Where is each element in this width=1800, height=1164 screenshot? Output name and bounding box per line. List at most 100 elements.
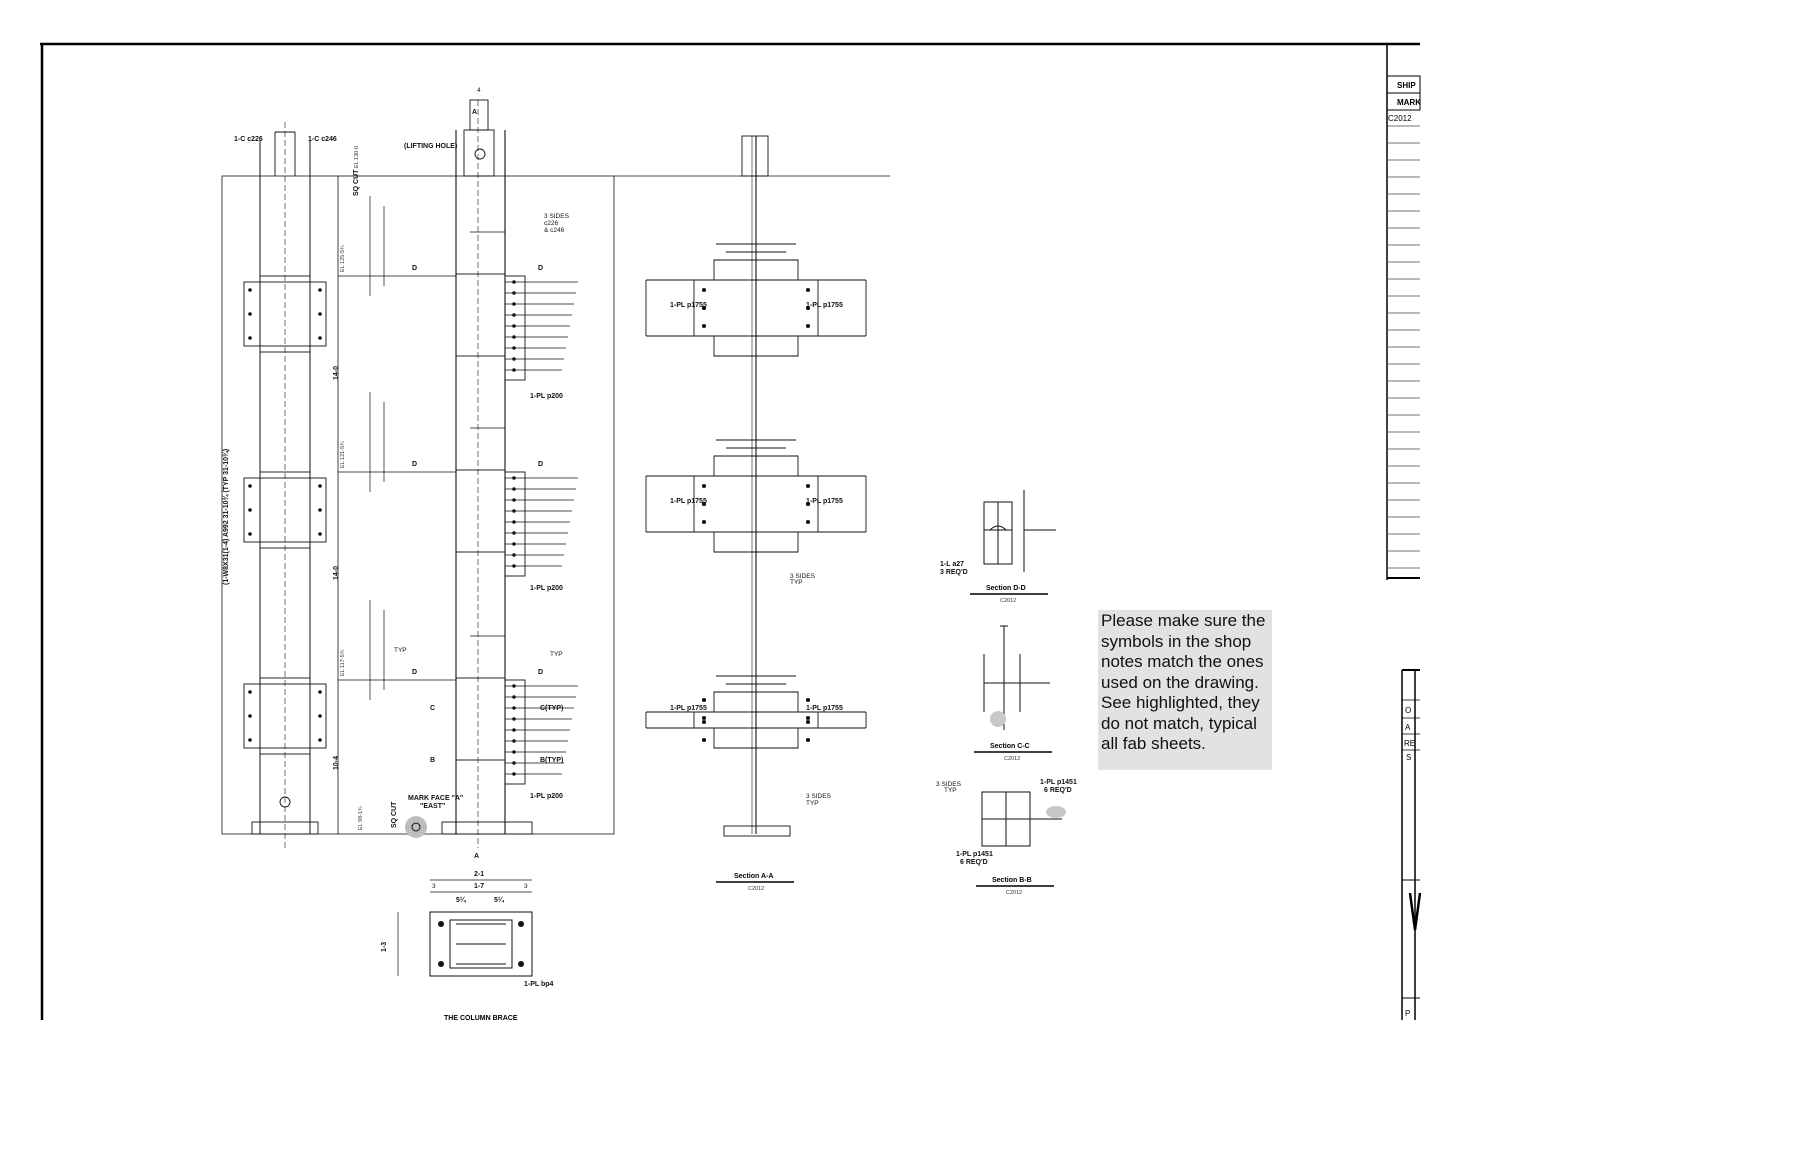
section-d-2r: D bbox=[538, 461, 543, 468]
title-block-lower bbox=[1401, 669, 1422, 1020]
connection-bolt bbox=[512, 357, 516, 361]
section-aa-connections bbox=[645, 243, 867, 749]
section-dd-title: Section D-D bbox=[986, 585, 1026, 592]
splice-bolts-left bbox=[248, 288, 322, 742]
connection-bolt bbox=[512, 302, 516, 306]
section-bb-callout-bot2: 6 REQ'D bbox=[960, 859, 988, 866]
base-dim-a: 5¼ bbox=[456, 896, 467, 904]
plate-bolt bbox=[805, 719, 811, 725]
section-aa-view bbox=[614, 135, 890, 837]
dim-10-4: 10-4 bbox=[333, 756, 340, 770]
section-bb-view bbox=[981, 791, 1062, 847]
section-dd-callout: 1-L a27 bbox=[940, 561, 964, 568]
plate-bolt bbox=[805, 715, 811, 721]
mark-face-label: MARK FACE "A" bbox=[408, 795, 463, 802]
plate-bolt bbox=[805, 501, 811, 507]
plate-bolt bbox=[701, 697, 707, 703]
section-bb-three-sides: 3 SIDES bbox=[936, 781, 962, 788]
section-aa-pl-left-2: 1-PL p1755 bbox=[670, 498, 707, 505]
plate-bolt bbox=[805, 697, 811, 703]
connection-bolt bbox=[512, 717, 516, 721]
section-dd-callout2: 3 REQ'D bbox=[940, 569, 968, 576]
elevation-callout-c226: 1-C c226 bbox=[234, 136, 263, 143]
title-block-mark-value: C2012 bbox=[1388, 114, 1412, 123]
weld-three-sides: 3 SIDES bbox=[544, 213, 570, 220]
base-dim-b: 5¼ bbox=[494, 896, 505, 904]
section-cc-view bbox=[983, 625, 1050, 730]
section-b-left: B bbox=[430, 757, 435, 764]
base-callout: 1-PL bp4 bbox=[524, 981, 554, 988]
section-d-1: D bbox=[412, 265, 417, 272]
plate-bolt bbox=[805, 287, 811, 293]
east-label: "EAST" bbox=[420, 803, 445, 810]
pl-p200-2: 1-PL p200 bbox=[530, 585, 563, 592]
dim-top-4: 4 bbox=[477, 87, 481, 94]
section-a-bottom: A bbox=[474, 853, 479, 860]
connection-bolt bbox=[512, 706, 516, 710]
section-d-2: D bbox=[412, 461, 417, 468]
connection-bolt bbox=[512, 509, 516, 513]
base-dim-inner: 1-7 bbox=[474, 883, 484, 890]
plate-bolt bbox=[805, 323, 811, 329]
plate-bolt bbox=[701, 305, 707, 311]
title-block-mark-label: MARK bbox=[1397, 98, 1421, 107]
pl-p200-3: 1-PL p200 bbox=[530, 793, 563, 800]
connection-bolt bbox=[512, 335, 516, 339]
title-block-rev-re: RE bbox=[1404, 739, 1415, 748]
el-bottom: EL 98-1¾ bbox=[358, 806, 364, 830]
el-3: EL 117-5¾ bbox=[340, 649, 346, 676]
weld-c246: & c246 bbox=[544, 227, 565, 234]
section-d-3: D bbox=[412, 669, 417, 676]
connection-bolt bbox=[512, 761, 516, 765]
el-top: EL 130-0 bbox=[354, 146, 360, 168]
plate-bolt bbox=[701, 483, 707, 489]
dim-14-0-a: 14-0 bbox=[333, 366, 340, 380]
title-block: SHIP MARK C2012 bbox=[1386, 44, 1421, 580]
plate-bolt bbox=[805, 519, 811, 525]
section-bb-callout-top2: 6 REQ'D bbox=[1044, 787, 1072, 794]
plate-bolt bbox=[701, 501, 707, 507]
connection-bolt bbox=[512, 476, 516, 480]
sheet-border bbox=[40, 42, 1420, 1020]
base-plate-bolts bbox=[438, 921, 524, 967]
section-c-typ: C(TYP) bbox=[540, 705, 563, 712]
connection-bolt bbox=[512, 739, 516, 743]
section-d-1r: D bbox=[538, 265, 543, 272]
section-cc-title: Section C-C bbox=[990, 743, 1030, 750]
lifting-hole-label: (LIFTING HOLE) bbox=[404, 143, 457, 150]
section-aa-three-sides-1: 3 SIDES bbox=[790, 573, 816, 580]
connection-bolt bbox=[512, 542, 516, 546]
section-dd-view bbox=[983, 490, 1056, 572]
plate-bolt bbox=[701, 323, 707, 329]
section-aa-three-sides-2: 3 SIDES bbox=[806, 793, 832, 800]
member-label: (1-W8X31(1-4) A992 31-10¾ (TYP 31-10¾) bbox=[222, 449, 230, 585]
review-comment-note[interactable]: Please make sure the symbols in the shop… bbox=[1098, 610, 1272, 770]
mid-elevation-dimension-lines bbox=[338, 196, 578, 776]
sq-cut-bottom: SQ CUT bbox=[391, 801, 398, 828]
plate-bolt bbox=[701, 737, 707, 743]
section-bb-callout-top: 1-PL p1451 bbox=[1040, 779, 1077, 786]
section-a-top: A bbox=[472, 109, 477, 116]
section-aa-typ-2: TYP bbox=[806, 800, 819, 807]
section-bb-title: Section B-B bbox=[992, 877, 1032, 884]
connection-bolt bbox=[512, 695, 516, 699]
mark-face-symbol bbox=[411, 822, 421, 832]
connection-bolt bbox=[512, 346, 516, 350]
section-dd-sub: C2012 bbox=[1000, 598, 1016, 604]
review-comment-text: Please make sure the symbols in the shop… bbox=[1101, 611, 1266, 753]
base-dim-overall: 2-1 bbox=[474, 871, 484, 878]
plate-bolt bbox=[701, 715, 707, 721]
connection-bolt bbox=[512, 772, 516, 776]
connection-bolt bbox=[512, 280, 516, 284]
section-aa-title: Section A-A bbox=[734, 873, 773, 880]
title-block-rev-a: A bbox=[1405, 723, 1411, 732]
section-aa-pl-right-2: 1-PL p1755 bbox=[806, 498, 843, 505]
base-dim-left: 3 bbox=[432, 883, 436, 890]
section-b-typ: B(TYP) bbox=[540, 757, 563, 764]
connection-bolt bbox=[512, 750, 516, 754]
plate-bolt bbox=[805, 483, 811, 489]
connection-bolt bbox=[512, 324, 516, 328]
connection-bolt bbox=[512, 553, 516, 557]
section-aa-pl-right-1: 1-PL p1755 bbox=[806, 302, 843, 309]
